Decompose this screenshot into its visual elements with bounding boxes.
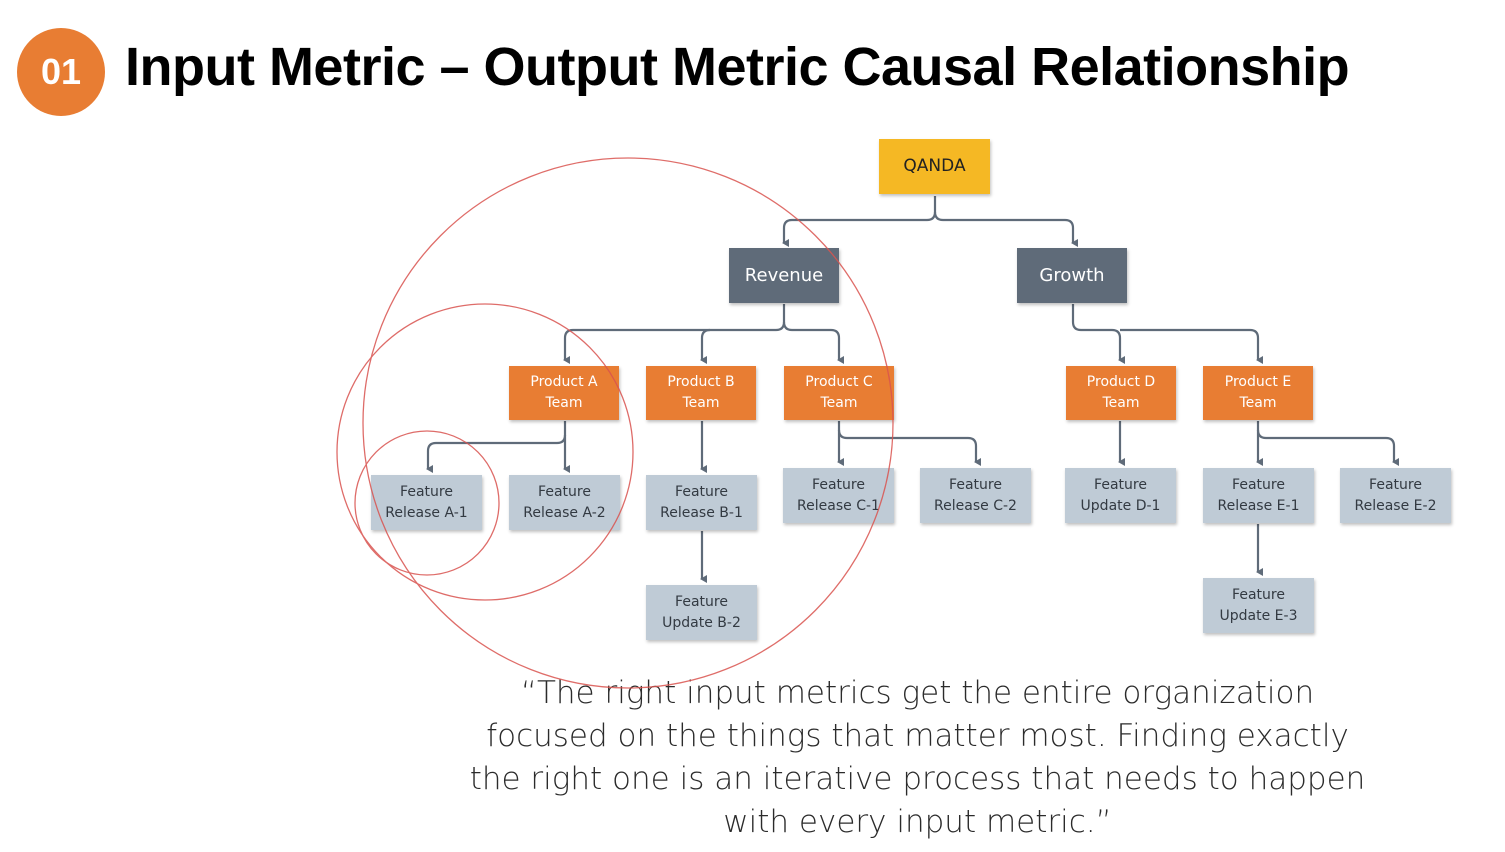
node-feature-release-e-1: Feature Release E-1 bbox=[1203, 468, 1314, 523]
node-label-line2: Release C-1 bbox=[797, 497, 880, 514]
node-label-line1: Product C bbox=[805, 374, 873, 390]
connector-revenue bbox=[700, 328, 711, 364]
node-label-line2: Release A-2 bbox=[523, 504, 606, 521]
node-label-line2: Update E-3 bbox=[1219, 607, 1298, 624]
node-label-line1: Product D bbox=[1086, 374, 1156, 390]
node-product-e-team: Product E Team bbox=[1203, 366, 1313, 420]
node-label-line1: Product B bbox=[667, 374, 735, 390]
node-label-line1: Feature bbox=[400, 483, 453, 500]
connector-revenue bbox=[563, 304, 786, 364]
node-feature-release-e-2: Feature Release E-2 bbox=[1340, 468, 1451, 523]
node-label-line2: Release E-1 bbox=[1217, 497, 1300, 514]
quote-line: “The right input metrics get the entire … bbox=[520, 675, 1315, 711]
node-label-line1: Feature bbox=[675, 593, 728, 610]
connector-team-a bbox=[426, 421, 567, 473]
node-product-c-team: Product C Team bbox=[784, 366, 894, 420]
node-feature-release-c-1: Feature Release C-1 bbox=[783, 468, 894, 523]
node-label-line1: Feature bbox=[1369, 476, 1422, 493]
node-label-line2: Team bbox=[545, 395, 583, 411]
node-product-a-team: Product A Team bbox=[509, 366, 619, 420]
node-label-line2: Release B-1 bbox=[660, 504, 743, 521]
node-revenue: Revenue bbox=[729, 248, 839, 303]
node-label-line2: Update B-2 bbox=[662, 614, 741, 631]
node-label-line1: Feature bbox=[1094, 476, 1147, 493]
node-label-line2: Team bbox=[1102, 395, 1140, 411]
node-feature-release-c-2: Feature Release C-2 bbox=[920, 468, 1031, 523]
connector-team-e bbox=[1256, 429, 1399, 466]
slide-title: Input Metric – Output Metric Causal Rela… bbox=[125, 37, 1350, 97]
node-label-line2: Team bbox=[1239, 395, 1277, 411]
node-label-line2: Release A-1 bbox=[385, 504, 468, 521]
node-label-line2: Team bbox=[682, 395, 720, 411]
connector-growth bbox=[1120, 328, 1263, 364]
quote-line: focused on the things that matter most. … bbox=[486, 718, 1349, 754]
node-feature-update-e-3: Feature Update E-3 bbox=[1203, 578, 1314, 633]
node-label-line1: Product E bbox=[1224, 374, 1292, 390]
node-qanda: QANDA bbox=[879, 139, 990, 194]
node-feature-update-b-2: Feature Update B-2 bbox=[646, 585, 757, 640]
node-product-b-team: Product B Team bbox=[646, 366, 756, 420]
node-feature-release-b-1: Feature Release B-1 bbox=[646, 475, 757, 530]
node-label-line2: Release E-2 bbox=[1354, 497, 1437, 514]
node-label-line2: Team bbox=[820, 395, 858, 411]
connector-root bbox=[933, 211, 1078, 247]
node-label: Revenue bbox=[744, 265, 824, 286]
node-label-line1: Feature bbox=[538, 483, 591, 500]
node-label-line1: Feature bbox=[675, 483, 728, 500]
quote-text: “The right input metrics get the entire … bbox=[440, 672, 1395, 844]
node-feature-update-d-1: Feature Update D-1 bbox=[1065, 468, 1176, 523]
node-label-line2: Update D-1 bbox=[1080, 497, 1161, 514]
node-label: QANDA bbox=[903, 156, 966, 176]
node-product-d-team: Product D Team bbox=[1066, 366, 1176, 420]
connector-root bbox=[782, 196, 937, 247]
section-number-badge: 01 bbox=[17, 28, 105, 116]
node-label-line2: Release C-2 bbox=[934, 497, 1017, 514]
node-label-line1: Feature bbox=[1232, 586, 1285, 603]
node-label-line1: Product A bbox=[530, 374, 598, 390]
node-label: Growth bbox=[1039, 265, 1105, 286]
node-label-line1: Feature bbox=[1232, 476, 1285, 493]
quote-line: with every input metric.” bbox=[723, 804, 1112, 840]
quote-line: the right one is an iterative process th… bbox=[469, 761, 1366, 797]
node-label-line1: Feature bbox=[812, 476, 865, 493]
connector-team-c bbox=[837, 429, 981, 466]
node-growth: Growth bbox=[1017, 248, 1127, 303]
connector-revenue bbox=[782, 321, 844, 364]
connector-growth bbox=[1071, 304, 1125, 364]
node-feature-release-a-1: Feature Release A-1 bbox=[371, 475, 482, 530]
node-feature-release-a-2: Feature Release A-2 bbox=[509, 475, 620, 530]
node-label-line1: Feature bbox=[949, 476, 1002, 493]
